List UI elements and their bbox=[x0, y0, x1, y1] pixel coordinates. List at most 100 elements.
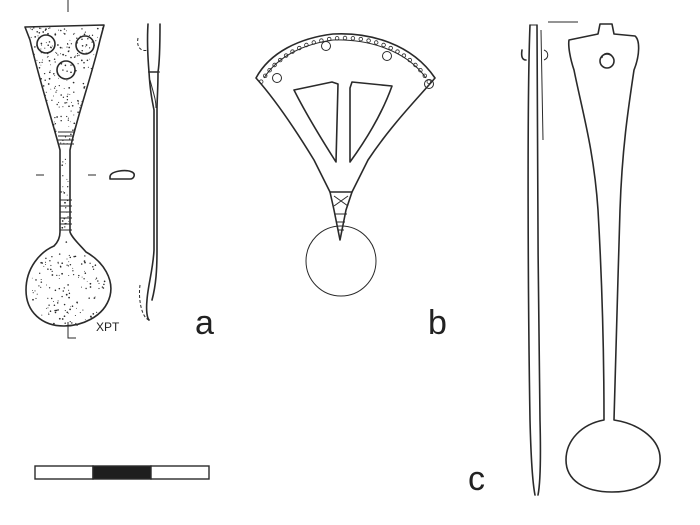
stipple-dot bbox=[64, 102, 66, 104]
stipple-dot bbox=[32, 292, 34, 294]
stipple-dot bbox=[83, 66, 85, 69]
stipple-dot bbox=[71, 322, 73, 324]
stipple-dot bbox=[65, 293, 68, 296]
stipple-dot bbox=[79, 107, 81, 109]
stipple-dot bbox=[88, 58, 90, 60]
stipple-dot bbox=[67, 117, 69, 119]
stipple-dot bbox=[95, 278, 97, 280]
stipple-dot bbox=[66, 178, 68, 180]
stipple-dot bbox=[49, 46, 52, 48]
stipple-dot bbox=[48, 28, 50, 29]
stipple-dot bbox=[44, 79, 46, 82]
incised-bands-upper bbox=[58, 131, 74, 145]
stipple-dot bbox=[92, 268, 95, 270]
stipple-dot bbox=[61, 272, 63, 275]
stipple-dot bbox=[38, 285, 40, 287]
stipple-dot bbox=[33, 27, 35, 29]
stipple-dot bbox=[84, 261, 86, 264]
stipple-dot bbox=[69, 121, 71, 123]
border-bead bbox=[272, 62, 277, 68]
stipple-dot bbox=[54, 32, 56, 34]
stipple-dot bbox=[73, 122, 76, 125]
stipple-dot bbox=[61, 295, 63, 298]
stipple-dot bbox=[68, 289, 70, 291]
stipple-dot bbox=[62, 186, 64, 188]
stipple-dot bbox=[61, 220, 64, 222]
stipple-dot bbox=[69, 320, 71, 323]
stipple-dot bbox=[83, 61, 85, 64]
stipple-dot bbox=[56, 116, 58, 118]
stipple-dot bbox=[52, 123, 55, 126]
stipple-dot bbox=[36, 31, 38, 33]
stipple-dot bbox=[54, 33, 57, 36]
stipple-dot bbox=[80, 59, 83, 62]
stipple-dot bbox=[57, 261, 59, 264]
stipple-dot bbox=[74, 55, 76, 57]
stipple-dot bbox=[81, 49, 83, 52]
border-bead bbox=[418, 67, 423, 73]
stipple-dot bbox=[70, 71, 72, 74]
stipple-dot bbox=[32, 298, 34, 301]
stipple-dot bbox=[63, 88, 65, 90]
cross-section bbox=[109, 169, 135, 180]
stipple-dot bbox=[65, 207, 67, 209]
stipple-dot bbox=[64, 310, 66, 312]
stipple-dot bbox=[62, 53, 64, 56]
stipple-dot bbox=[63, 142, 65, 144]
stipple-dot bbox=[58, 253, 61, 255]
stipple-dot bbox=[53, 41, 55, 43]
stipple-dot bbox=[66, 143, 68, 145]
stipple-dot bbox=[73, 128, 76, 131]
stipple-dot bbox=[69, 256, 72, 259]
stipple-dot bbox=[53, 73, 55, 75]
fan-inner-border bbox=[263, 39, 427, 79]
stipple-dot bbox=[62, 290, 65, 292]
stipple-dot bbox=[44, 47, 46, 49]
stipple-dot bbox=[97, 280, 99, 282]
border-bead bbox=[401, 53, 407, 58]
stipple-dot bbox=[64, 158, 66, 160]
object-b bbox=[255, 32, 436, 297]
border-bead bbox=[327, 36, 332, 42]
stipple-dot bbox=[66, 115, 68, 118]
stipple-dot bbox=[70, 133, 72, 136]
stipple-dot bbox=[62, 161, 64, 163]
stipple-dot bbox=[56, 103, 58, 106]
stipple-dot bbox=[66, 80, 68, 81]
stipple-dot bbox=[73, 255, 75, 258]
stipple-dot bbox=[46, 284, 48, 286]
border-bead bbox=[388, 45, 393, 51]
stipple-dot bbox=[66, 211, 68, 213]
stipple-dot bbox=[80, 263, 83, 265]
stipple-dot bbox=[43, 265, 45, 267]
stipple-dot bbox=[54, 75, 56, 77]
stipple-dot bbox=[66, 102, 68, 104]
stipple-dot bbox=[67, 93, 69, 95]
stipple-dot bbox=[84, 255, 86, 257]
stipple-dot bbox=[57, 309, 59, 311]
stipple-dot bbox=[72, 273, 75, 276]
stipple-dot bbox=[48, 59, 51, 62]
stipple-dot bbox=[63, 217, 66, 220]
stipple-dot bbox=[68, 296, 70, 299]
stipple-dot bbox=[47, 44, 49, 46]
stipple-dot bbox=[92, 266, 94, 268]
stipple-dot bbox=[63, 192, 66, 194]
stipple-dot bbox=[40, 28, 42, 30]
stipple-dot bbox=[61, 47, 63, 49]
border-bead bbox=[350, 36, 356, 41]
stipple-dot bbox=[66, 99, 69, 101]
stipple-dot bbox=[40, 281, 43, 283]
stipple-dot bbox=[67, 216, 69, 218]
stipple-dot bbox=[90, 67, 92, 70]
stipple-dot bbox=[90, 317, 92, 319]
stipple-dot bbox=[58, 274, 60, 276]
stipple-dot bbox=[70, 56, 72, 59]
stipple-dot bbox=[48, 287, 51, 289]
stipple-dot bbox=[71, 305, 74, 307]
stipple-dot bbox=[54, 309, 57, 312]
stipple-dot bbox=[49, 310, 52, 312]
stipple-dot bbox=[47, 83, 50, 85]
stipple-dot bbox=[47, 32, 49, 35]
stipple-dot bbox=[53, 95, 54, 97]
